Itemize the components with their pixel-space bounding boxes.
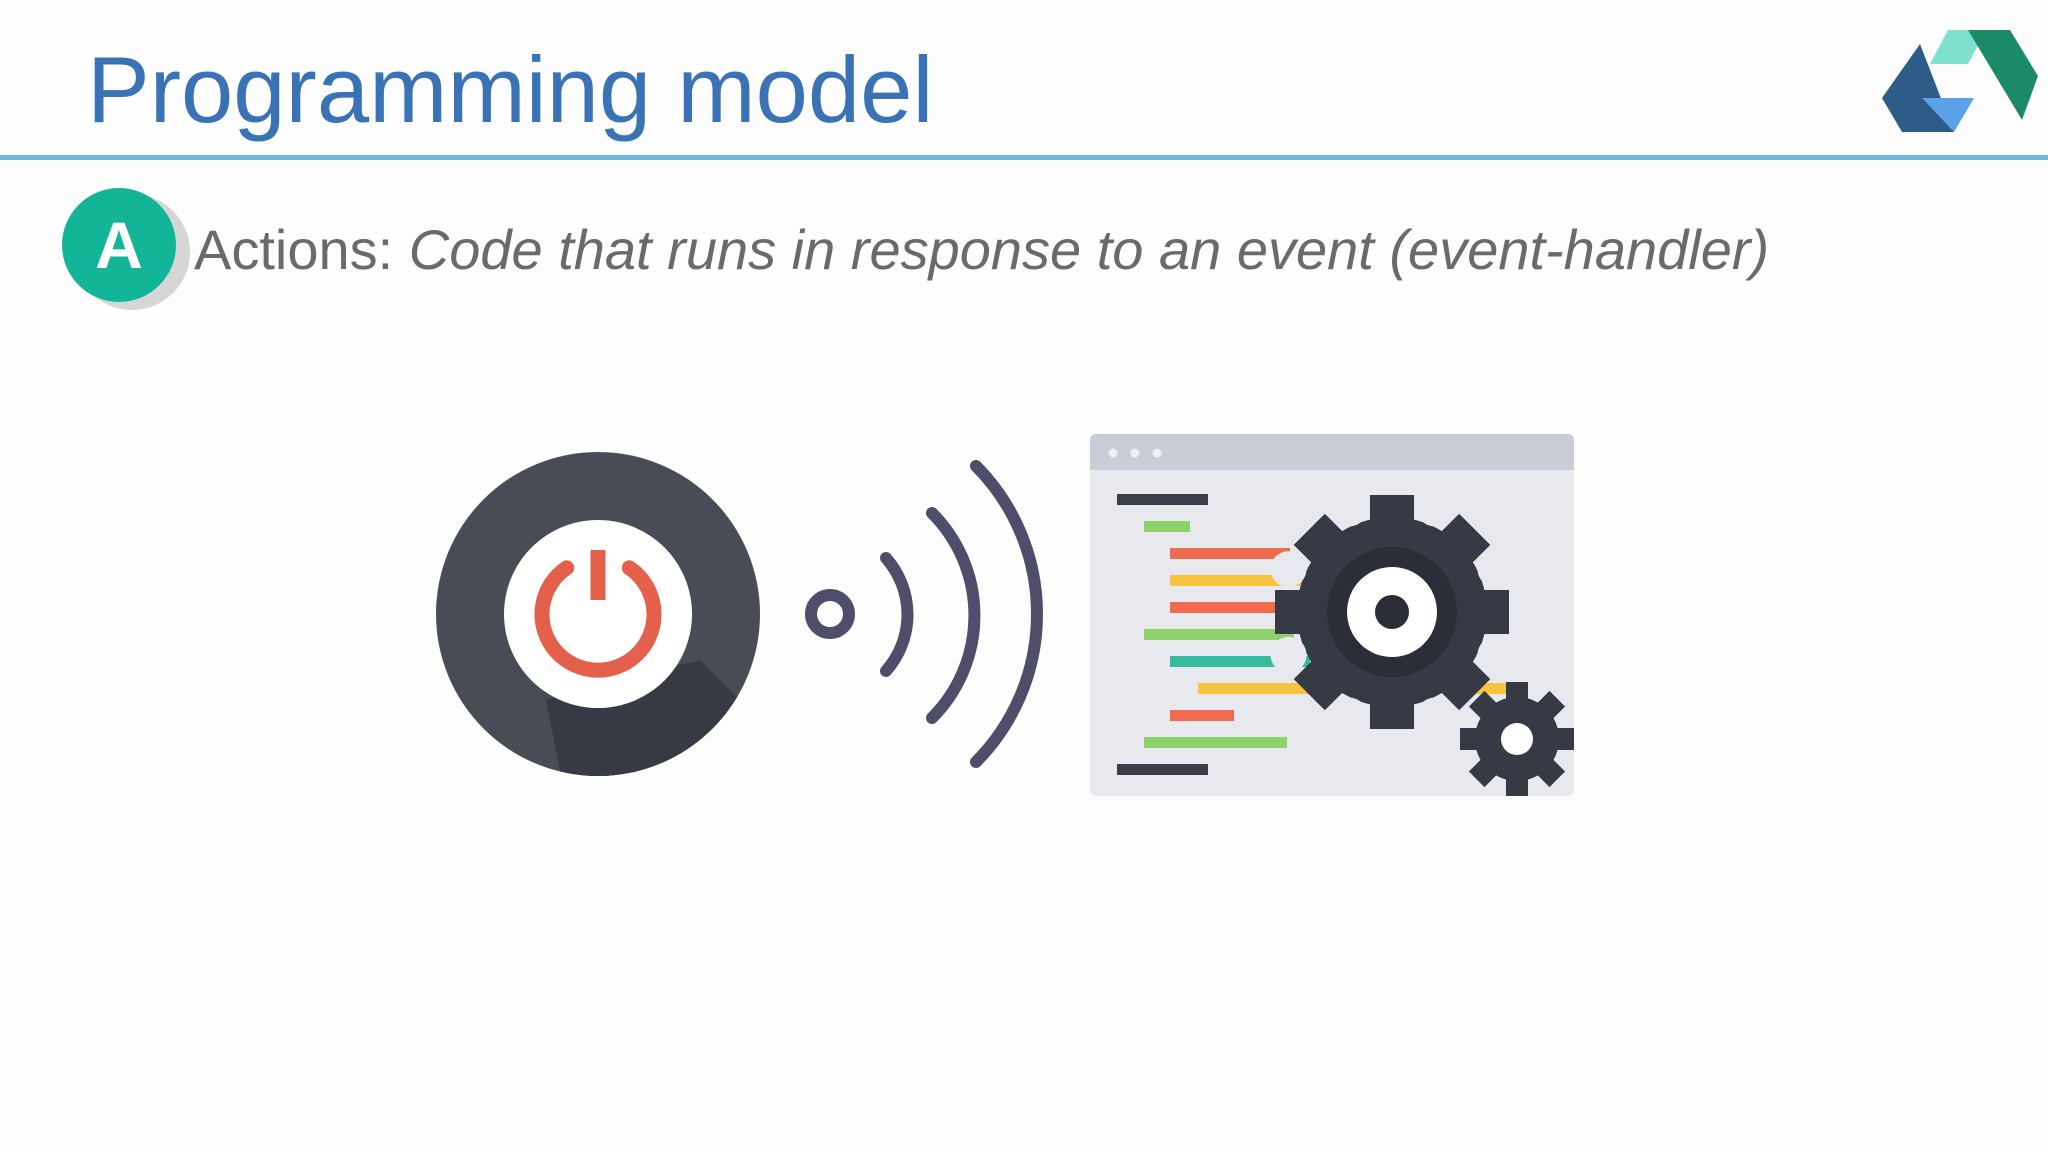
title-divider [0, 155, 2048, 160]
point-description: Code that runs in response to an event (… [408, 218, 1770, 281]
signal-waves-icon [805, 460, 1044, 768]
gears-icon [1270, 490, 1574, 796]
slide-title: Programming model [87, 37, 934, 142]
point-badge: A [62, 188, 194, 310]
point-text: Actions: Code that runs in response to a… [194, 214, 1769, 286]
triangles-logo-icon [1882, 30, 2038, 132]
power-button-icon [436, 452, 760, 776]
small-gear [1460, 682, 1574, 796]
event-handler-illustration [436, 434, 1574, 796]
large-gear [1270, 490, 1514, 734]
badge-letter: A [62, 188, 176, 302]
point-label: Actions: [194, 218, 394, 281]
